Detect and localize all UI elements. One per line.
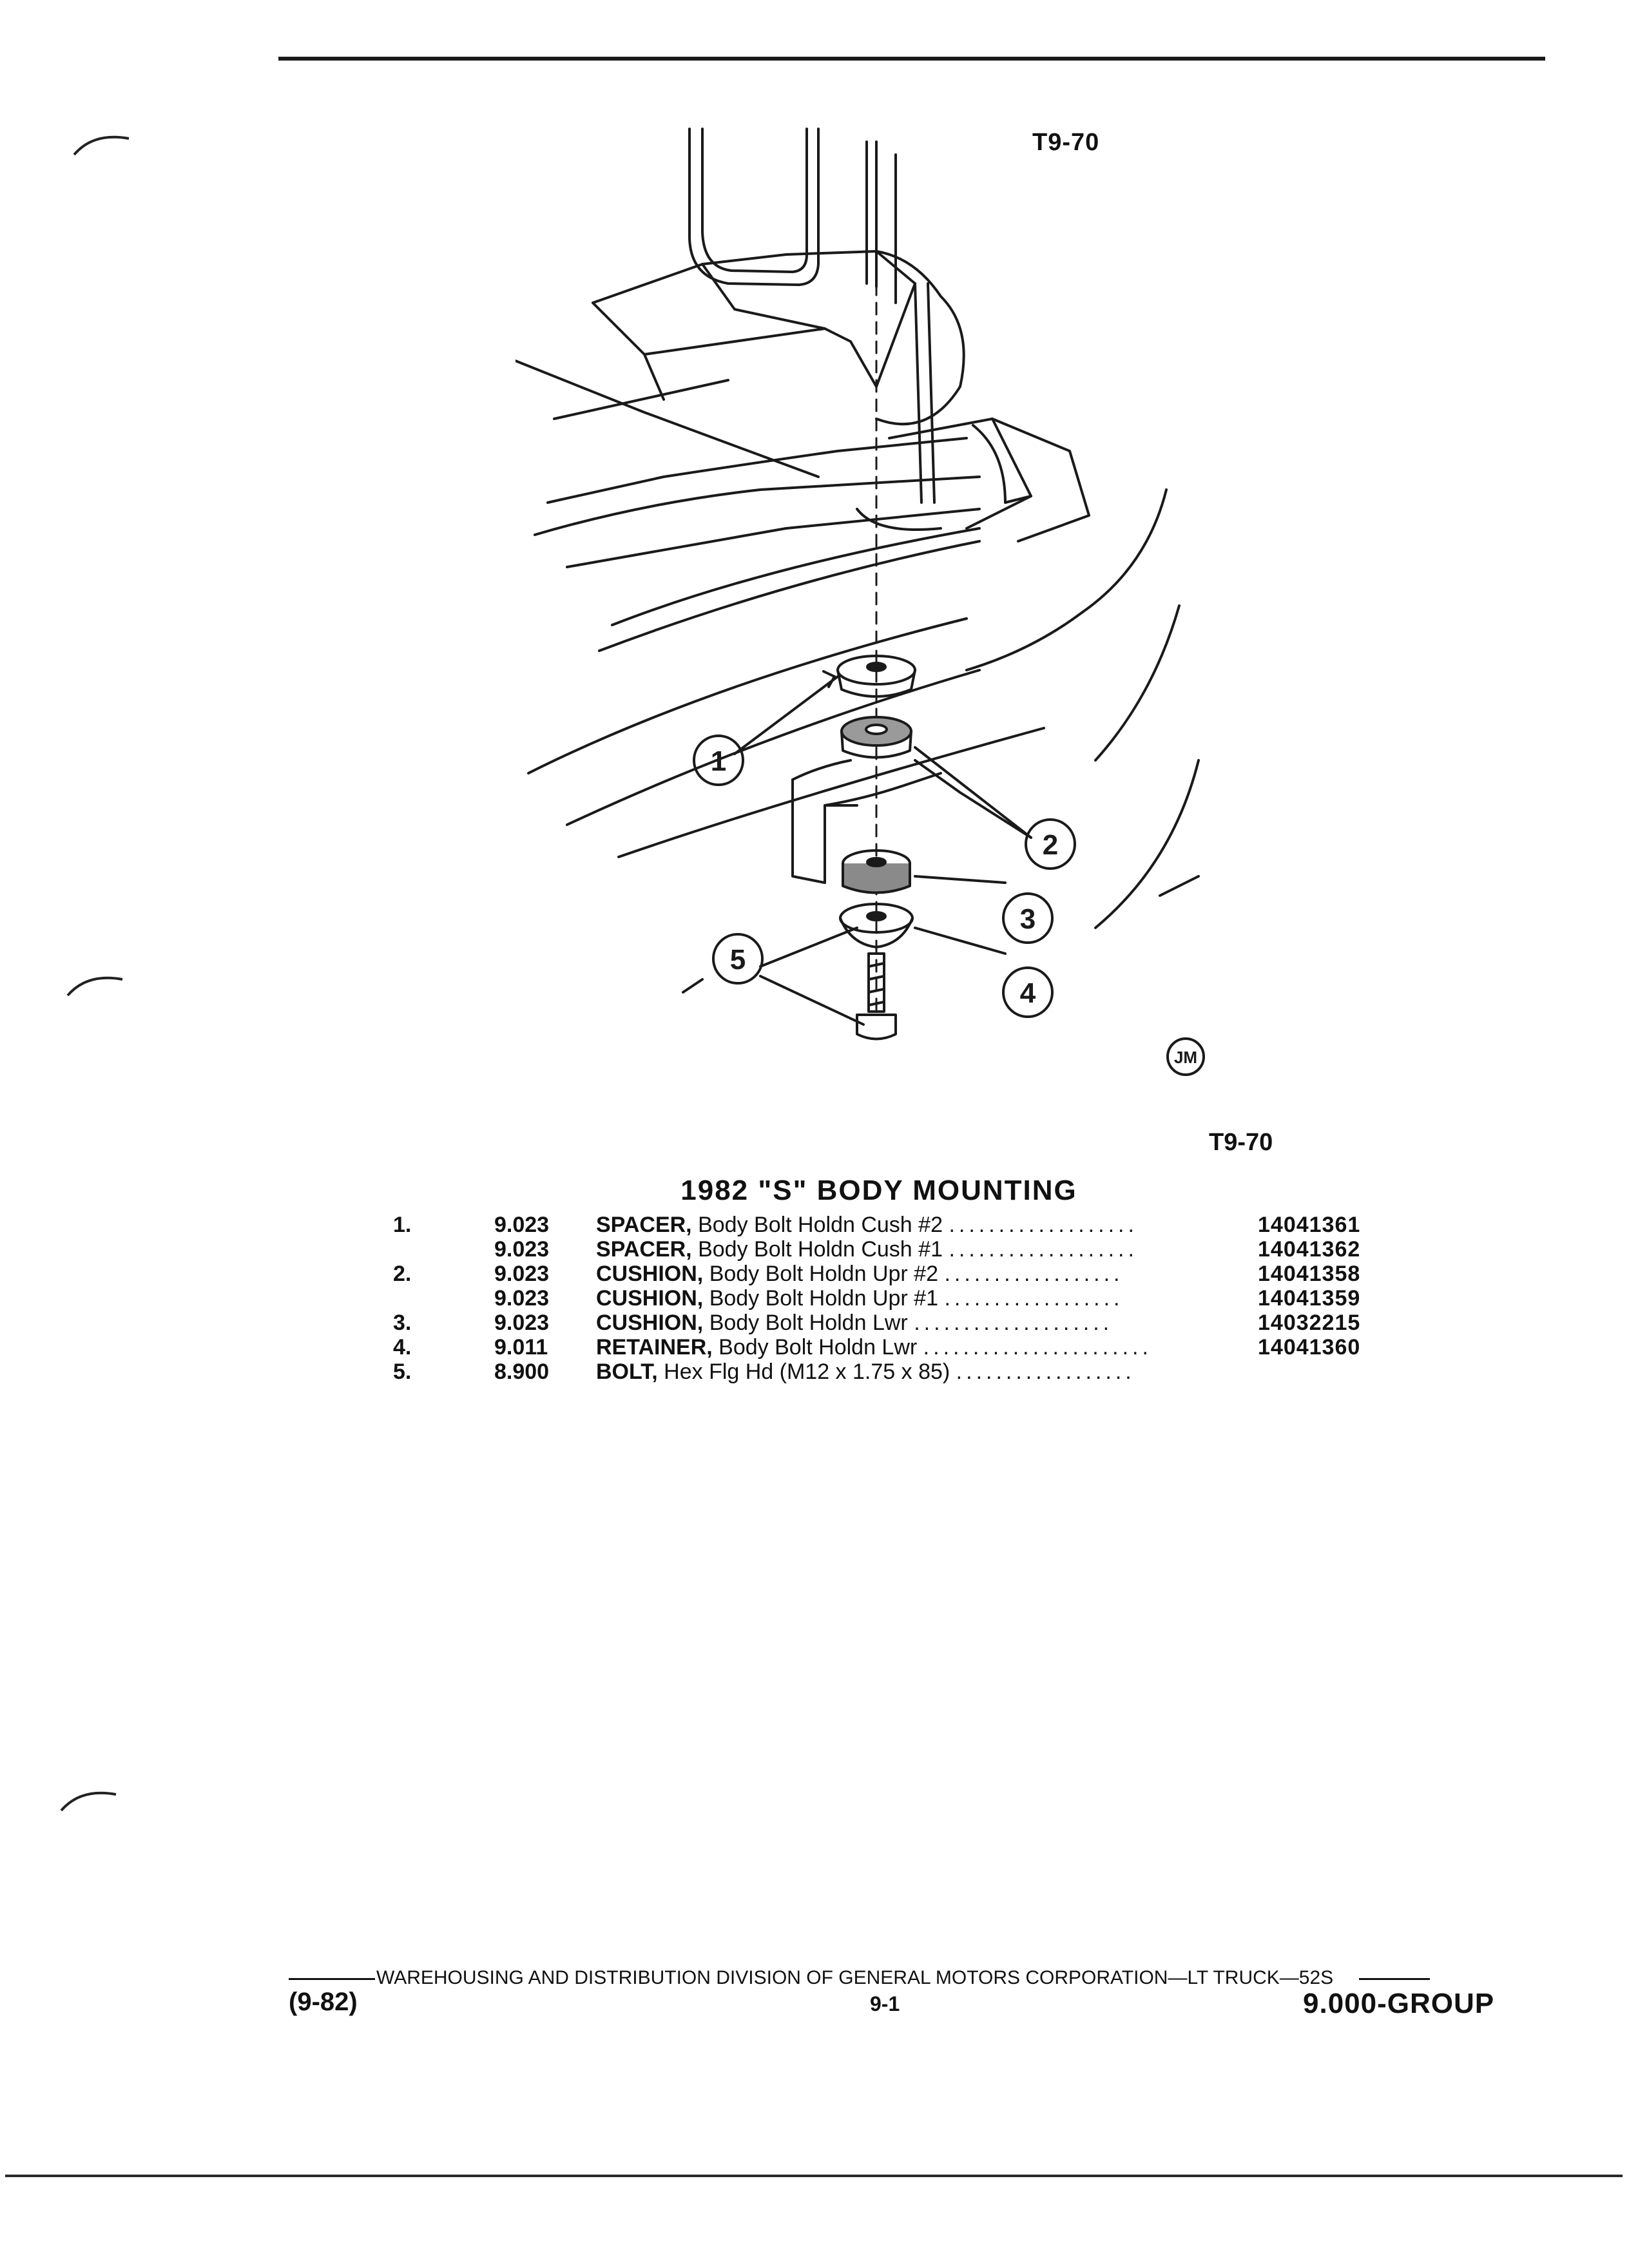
parts-row: 9.023 CUSHION, Body Bolt Holdn Upr #1 ..…	[393, 1286, 1392, 1311]
part-name: SPACER,	[596, 1213, 692, 1237]
item-number: 4.	[393, 1335, 412, 1360]
group-number: 9.023	[494, 1237, 550, 1262]
top-rule	[278, 57, 1545, 61]
part-detail: Body Bolt Holdn Lwr	[718, 1335, 918, 1360]
parts-row: 9.023 SPACER, Body Bolt Holdn Cush #1 ..…	[393, 1237, 1392, 1262]
part-description: CUSHION, Body Bolt Holdn Upr #1 ........…	[596, 1286, 1124, 1311]
group-number: 8.900	[494, 1360, 550, 1384]
item-number: 2.	[393, 1262, 412, 1286]
footer-rule-left	[289, 1977, 375, 1980]
part-number: 14041359	[1258, 1286, 1361, 1311]
part-number: 14041360	[1258, 1335, 1361, 1360]
footer-publisher: WAREHOUSING AND DISTRIBUTION DIVISION OF…	[376, 1967, 1334, 1988]
part-description: CUSHION, Body Bolt Holdn Upr #2 ........…	[596, 1262, 1124, 1286]
group-number: 9.023	[494, 1262, 550, 1286]
part-number: 14041362	[1258, 1237, 1361, 1262]
parts-row: 2. 9.023 CUSHION, Body Bolt Holdn Upr #2…	[393, 1262, 1392, 1286]
footer-publisher-line: WAREHOUSING AND DISTRIBUTION DIVISION OF…	[289, 1967, 1431, 1989]
group-number: 9.011	[494, 1335, 548, 1360]
parts-row: 4. 9.011 RETAINER, Body Bolt Holdn Lwr .…	[393, 1335, 1392, 1360]
body-mounting-diagram: 1 2 3 4 5 JM	[516, 128, 1205, 1076]
part-name: SPACER,	[596, 1237, 692, 1262]
section-title: 1982 "S" BODY MOUNTING	[680, 1175, 1077, 1206]
group-number: 9.023	[494, 1311, 550, 1335]
item-number: 1.	[393, 1213, 412, 1237]
part-detail: Body Bolt Holdn Upr #1	[709, 1286, 938, 1311]
part-detail: Body Bolt Holdn Upr #2	[709, 1262, 938, 1286]
callout-5: 5	[730, 944, 746, 975]
part-detail: Body Bolt Holdn Cush #2	[698, 1213, 943, 1237]
parts-row: 3. 9.023 CUSHION, Body Bolt Holdn Lwr ..…	[393, 1311, 1392, 1335]
footer-rule-right	[1359, 1977, 1431, 1980]
figure-code-top: T9-70	[1032, 129, 1100, 156]
part-name: CUSHION,	[596, 1311, 704, 1335]
group-label: 9.000-GROUP	[1303, 1988, 1495, 2019]
part-detail: Body Bolt Holdn Lwr	[709, 1311, 908, 1335]
part-name: CUSHION,	[596, 1262, 704, 1286]
part-detail: Body Bolt Holdn Cush #1	[698, 1237, 943, 1262]
part-description: SPACER, Body Bolt Holdn Cush #1 ........…	[596, 1237, 1138, 1262]
part-detail: Hex Flg Hd (M12 x 1.75 x 85)	[664, 1360, 950, 1384]
part-name: RETAINER,	[596, 1335, 713, 1360]
callout-1: 1	[711, 745, 726, 777]
artist-mark: JM	[1174, 1048, 1197, 1067]
part-number: 14032215	[1258, 1311, 1361, 1335]
callout-4: 4	[1020, 977, 1036, 1009]
page-number: 9-1	[870, 1992, 900, 2015]
bottom-rule	[5, 2175, 1623, 2177]
part-description: BOLT, Hex Flg Hd (M12 x 1.75 x 85) .....…	[596, 1360, 1135, 1384]
parts-row: 1. 9.023 SPACER, Body Bolt Holdn Cush #2…	[393, 1213, 1392, 1237]
callout-3: 3	[1020, 903, 1036, 935]
figure-code-bottom: T9-70	[1209, 1129, 1273, 1156]
part-number: 14041358	[1258, 1262, 1361, 1286]
revision-date: (9-82)	[289, 1988, 358, 2016]
group-number: 9.023	[494, 1286, 550, 1311]
binder-mark-top	[73, 135, 130, 156]
parts-row: 5. 8.900 BOLT, Hex Flg Hd (M12 x 1.75 x …	[393, 1360, 1392, 1384]
binder-mark-bottom	[60, 1791, 117, 1812]
group-number: 9.023	[494, 1213, 550, 1237]
part-name: BOLT,	[596, 1360, 658, 1384]
item-number: 3.	[393, 1311, 412, 1335]
parts-list: 1. 9.023 SPACER, Body Bolt Holdn Cush #2…	[393, 1213, 1392, 1384]
item-number: 5.	[393, 1360, 412, 1384]
part-name: CUSHION,	[596, 1286, 704, 1311]
part-description: RETAINER, Body Bolt Holdn Lwr ..........…	[596, 1335, 1152, 1360]
part-description: CUSHION, Body Bolt Holdn Lwr ...........…	[596, 1311, 1113, 1335]
part-description: SPACER, Body Bolt Holdn Cush #2 ........…	[596, 1213, 1138, 1237]
callout-2: 2	[1043, 829, 1058, 861]
part-number: 14041361	[1258, 1213, 1361, 1237]
binder-mark-middle	[66, 976, 123, 997]
